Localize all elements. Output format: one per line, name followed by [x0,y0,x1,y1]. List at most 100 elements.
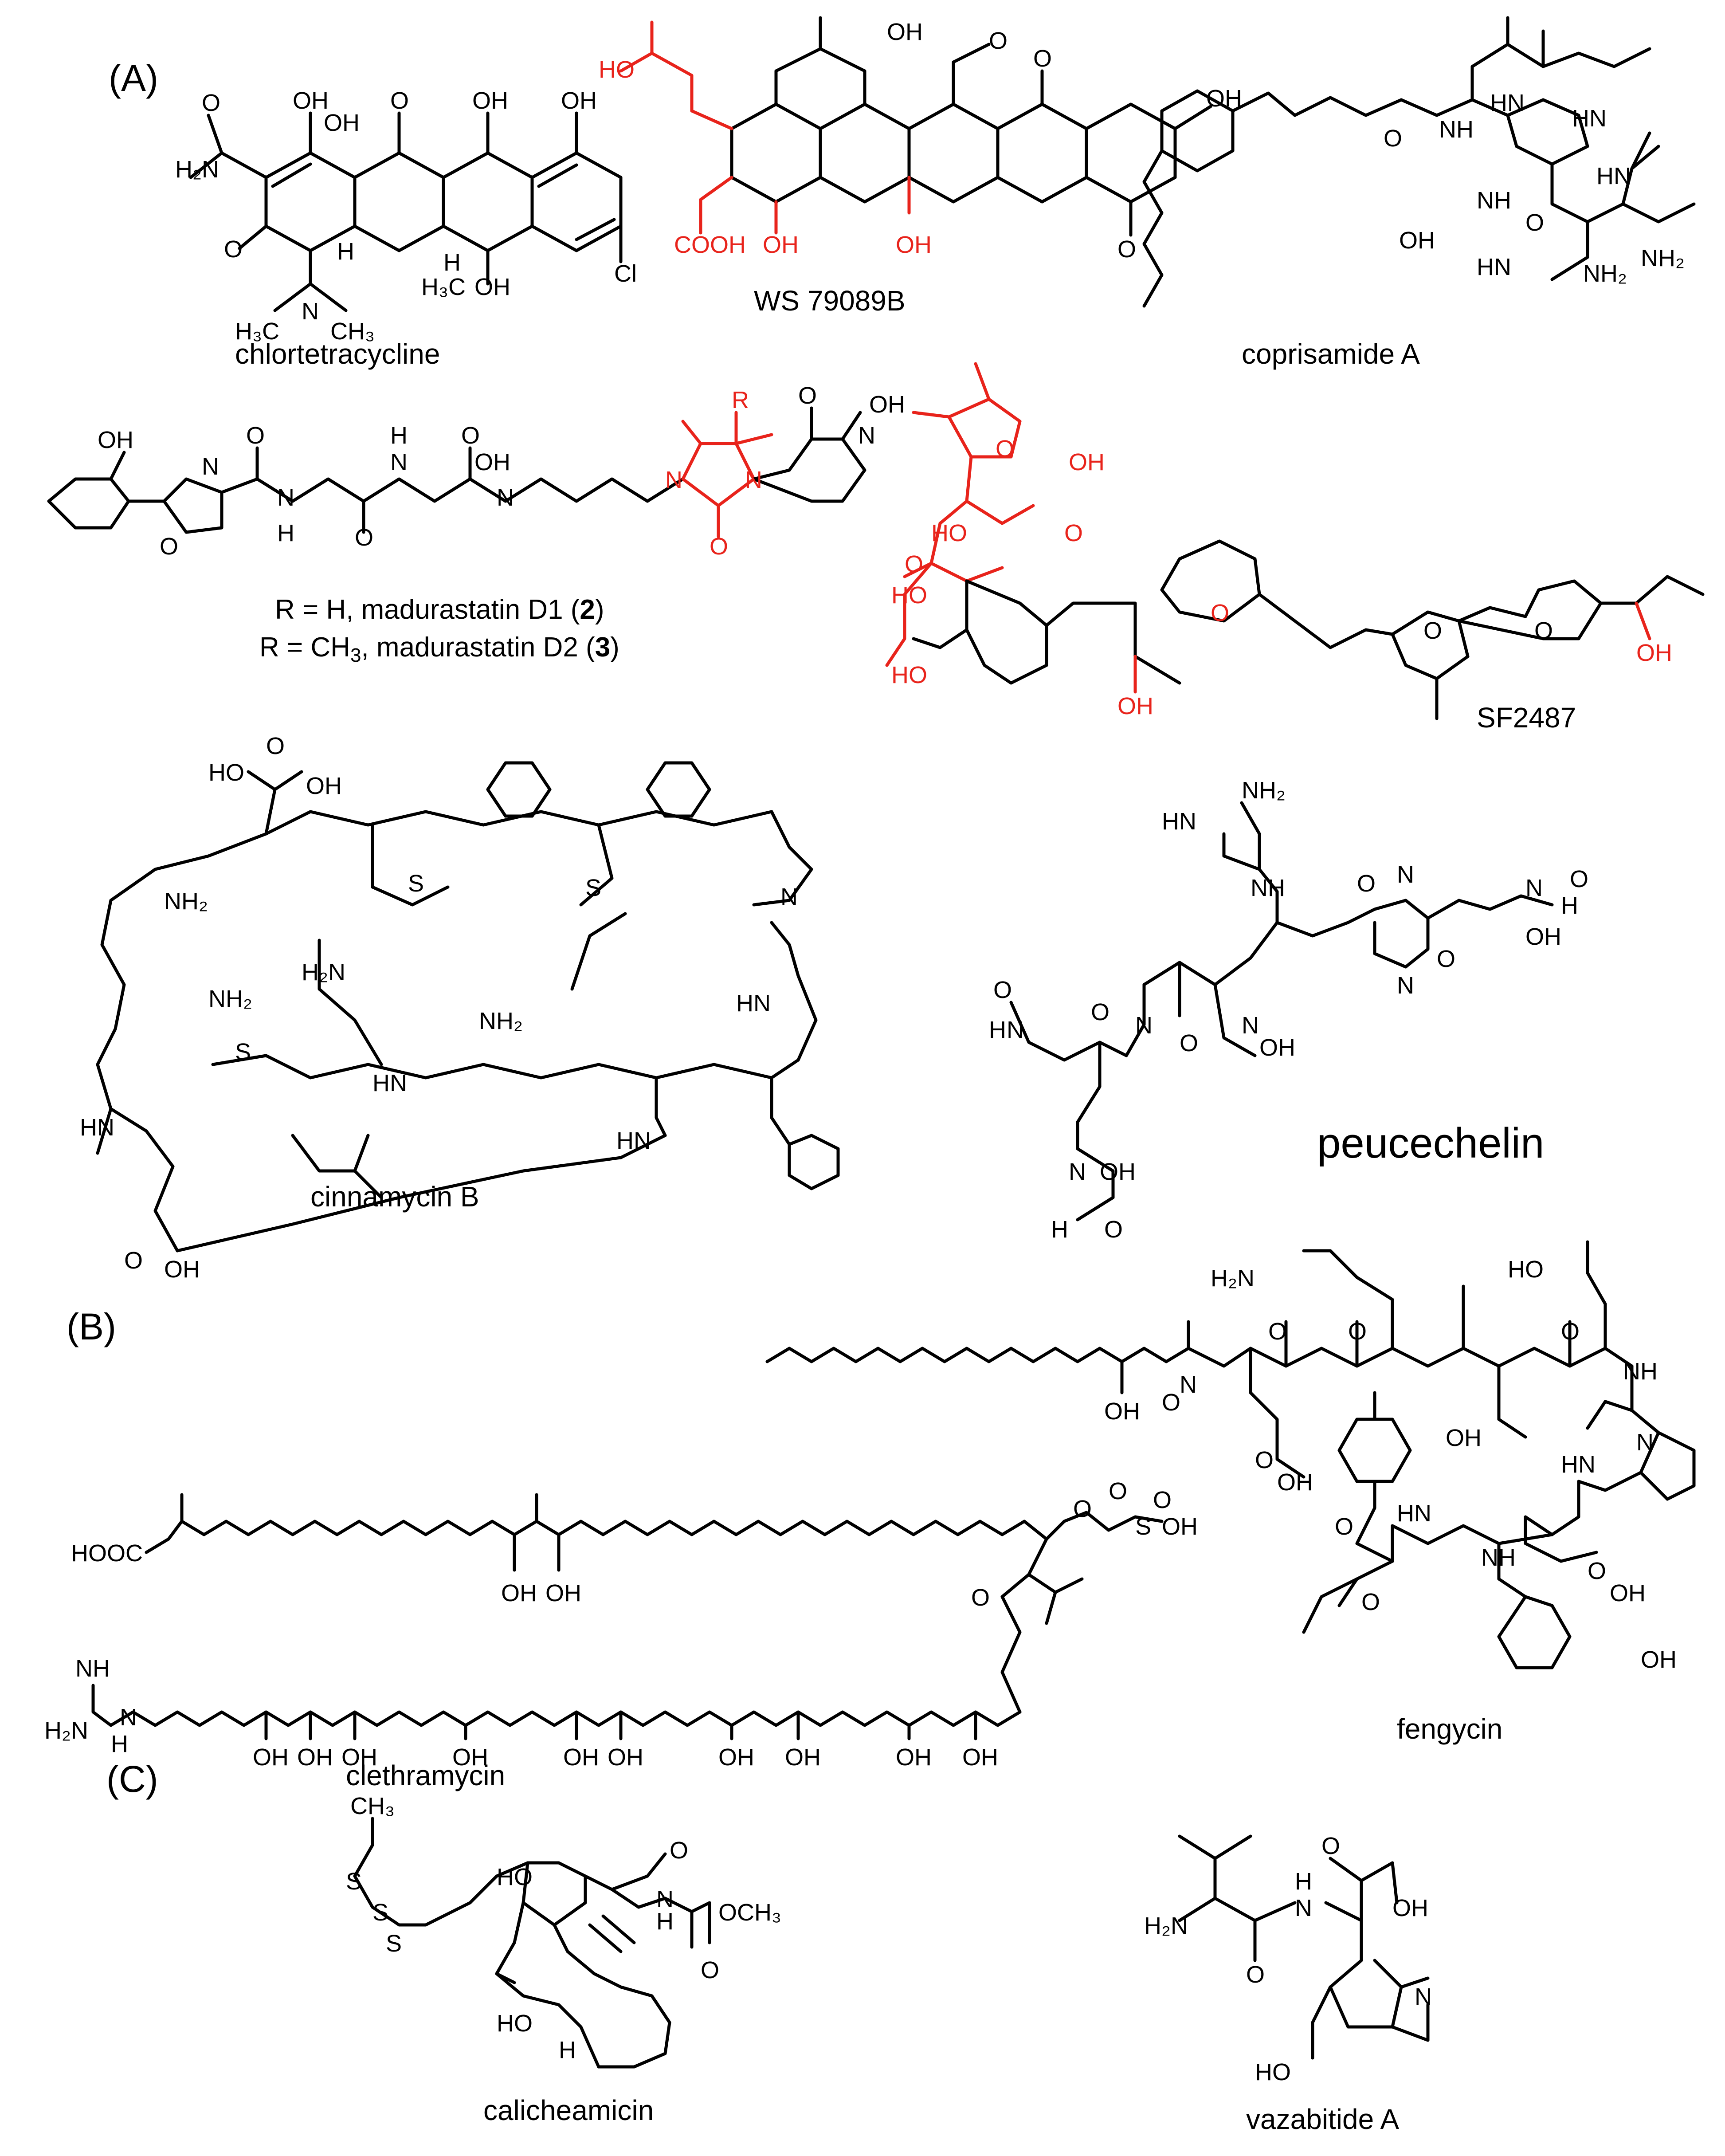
svg-text:O: O [1335,1513,1353,1540]
svg-text:OH: OH [1446,1425,1482,1451]
svg-text:N: N [120,1704,137,1731]
svg-text:HN: HN [1162,808,1196,835]
compound-name-vazabitide: vazabitide A [1246,2103,1399,2135]
svg-text:OH: OH [297,1744,333,1771]
svg-text:O: O [1104,1216,1123,1243]
svg-text:OH: OH [1162,1513,1198,1540]
svg-text:N: N [277,484,294,511]
svg-text:HN: HN [736,990,771,1017]
panel-label-b: (B) [67,1306,116,1347]
svg-text:S: S [585,875,601,901]
svg-text:S: S [1135,1513,1151,1540]
svg-text:OH: OH [785,1744,821,1771]
svg-text:HO: HO [497,1864,533,1890]
compound-name-cinnamycin: cinnamycin B [310,1181,479,1213]
svg-text:H: H [1051,1216,1068,1243]
svg-text:N: N [1397,861,1414,888]
svg-text:S: S [372,1899,388,1926]
svg-text:N: N [1007,1017,1024,1043]
svg-text:H₂N: H₂N [44,1717,88,1744]
svg-text:O: O [1423,617,1442,644]
svg-text:O: O [246,422,265,449]
svg-text:H₂N: H₂N [1144,1913,1188,1939]
svg-text:O: O [1561,1318,1580,1345]
compound-name-fengycin: fengycin [1397,1713,1502,1745]
ws79089b-structure [619,16,1212,237]
svg-text:N: N [390,449,408,475]
svg-text:OH: OH [962,1744,998,1771]
svg-text:S: S [346,1868,362,1895]
svg-text:N: N [1397,972,1414,999]
svg-text:O: O [996,436,1014,462]
svg-text:O: O [1588,1558,1606,1584]
svg-text:OH: OH [474,449,510,475]
svg-text:NH₂: NH₂ [1641,245,1685,271]
svg-text:O: O [1109,1478,1127,1504]
svg-text:O: O [1570,866,1588,892]
svg-text:OH: OH [164,1256,200,1283]
svg-text:OH: OH [545,1580,581,1606]
svg-text:NH₂: NH₂ [479,1008,523,1034]
svg-text:O: O [993,977,1012,1003]
svg-text:NH: NH [1439,116,1474,143]
svg-text:OH: OH [306,773,342,799]
svg-text:H₃C: H₃C [235,318,279,345]
svg-text:H: H [656,1908,674,1935]
svg-text:O: O [1357,870,1376,897]
svg-text:OH: OH [1117,693,1153,719]
svg-text:OCH₃: OCH₃ [718,1899,781,1926]
svg-text:NH: NH [1251,875,1285,901]
svg-text:N: N [1415,1983,1432,2010]
svg-text:H: H [443,249,461,276]
svg-text:O: O [1091,999,1109,1025]
svg-text:H: H [277,520,294,546]
svg-text:O: O [905,551,923,577]
svg-text:HN: HN [1596,163,1631,189]
svg-text:NH: NH [1623,1358,1658,1385]
svg-text:HN: HN [372,1070,407,1096]
svg-text:N: N [665,467,682,493]
svg-text:H: H [337,238,354,265]
svg-text:N: N [1636,1429,1654,1456]
chlortetracycline-structure [189,111,623,312]
svg-text:OH: OH [1277,1469,1313,1496]
svg-text:HN: HN [1490,90,1525,116]
svg-text:N: N [780,884,798,910]
svg-text:N: N [656,1886,674,1913]
svg-text:HN: HN [80,1114,114,1141]
svg-text:COOH: COOH [674,232,746,258]
svg-text:OH: OH [1100,1159,1136,1185]
compound-name-calicheamicin: calicheamicin [483,2094,654,2126]
svg-text:HN: HN [1477,254,1511,280]
svg-text:CH₃: CH₃ [330,318,375,345]
svg-text:O: O [266,733,285,759]
svg-text:O: O [1033,45,1052,72]
svg-text:O: O [1437,946,1455,972]
svg-text:S: S [386,1930,402,1957]
svg-text:O: O [1064,520,1083,546]
svg-text:H: H [1295,1868,1312,1895]
svg-text:O: O [202,90,220,116]
compound-name-ws79089b: WS 79089B [754,285,906,317]
madurastatin-line-1: R = H, madurastatin D1 (2) [275,594,604,625]
svg-text:OH: OH [253,1744,289,1771]
compound-name-peucechelin: peucechelin [1317,1119,1544,1167]
svg-text:O: O [1348,1318,1367,1345]
svg-text:O: O [710,533,728,560]
svg-text:HO: HO [1508,1256,1544,1283]
svg-text:H: H [559,2037,576,2063]
svg-text:O: O [461,422,480,449]
svg-text:R: R [732,387,749,413]
svg-text:NH₂: NH₂ [164,888,208,915]
svg-text:H: H [111,1731,128,1757]
madurastatin-line-2: R = CH3, madurastatin D2 (3) [259,632,619,666]
svg-text:N: N [1295,1895,1312,1921]
svg-text:O: O [1211,600,1229,626]
svg-text:OH: OH [1259,1034,1295,1061]
svg-text:HO: HO [891,662,927,688]
svg-text:N: N [1069,1159,1086,1185]
svg-text:OH: OH [1641,1646,1677,1673]
svg-text:HO: HO [1255,2059,1291,2085]
svg-text:OH: OH [341,1744,377,1771]
